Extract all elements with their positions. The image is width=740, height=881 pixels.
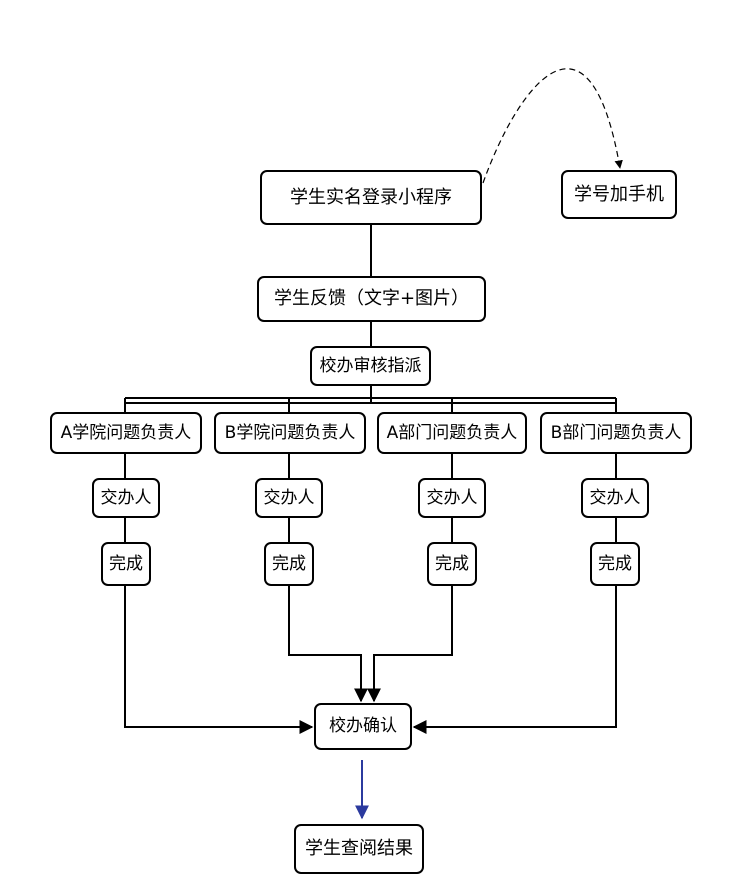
- node-assignee-3: 交办人: [418, 478, 486, 518]
- link-done4-to-confirm: [412, 586, 617, 734]
- link-done1-to-confirm: [124, 586, 314, 734]
- node-assignee-1: 交办人: [92, 478, 160, 518]
- node-owner-b-dept: B部门问题负责人: [540, 412, 692, 454]
- node-assignee-4: 交办人: [581, 478, 649, 518]
- link-done3-to-confirm: [367, 586, 453, 703]
- node-student-feedback: 学生反馈（文字+图片）: [257, 276, 486, 322]
- node-office-confirm: 校办确认: [314, 703, 412, 750]
- node-student-view-result: 学生查阅结果: [294, 824, 424, 874]
- node-done-4: 完成: [590, 542, 640, 586]
- dashed-link-login-to-idphone: [482, 68, 623, 184]
- node-done-3: 完成: [427, 542, 477, 586]
- node-assignee-2: 交办人: [255, 478, 323, 518]
- node-done-1: 完成: [101, 542, 151, 586]
- node-office-review-assign: 校办审核指派: [310, 346, 431, 386]
- node-owner-a-dept: A部门问题负责人: [377, 412, 527, 454]
- node-login-miniprogram: 学生实名登录小程序: [260, 170, 482, 225]
- node-owner-b-college: B学院问题负责人: [214, 412, 366, 454]
- link-done2-to-confirm: [288, 586, 368, 703]
- node-owner-a-college: A学院问题负责人: [50, 412, 202, 454]
- node-done-2: 完成: [264, 542, 314, 586]
- node-student-id-phone: 学号加手机: [561, 170, 677, 219]
